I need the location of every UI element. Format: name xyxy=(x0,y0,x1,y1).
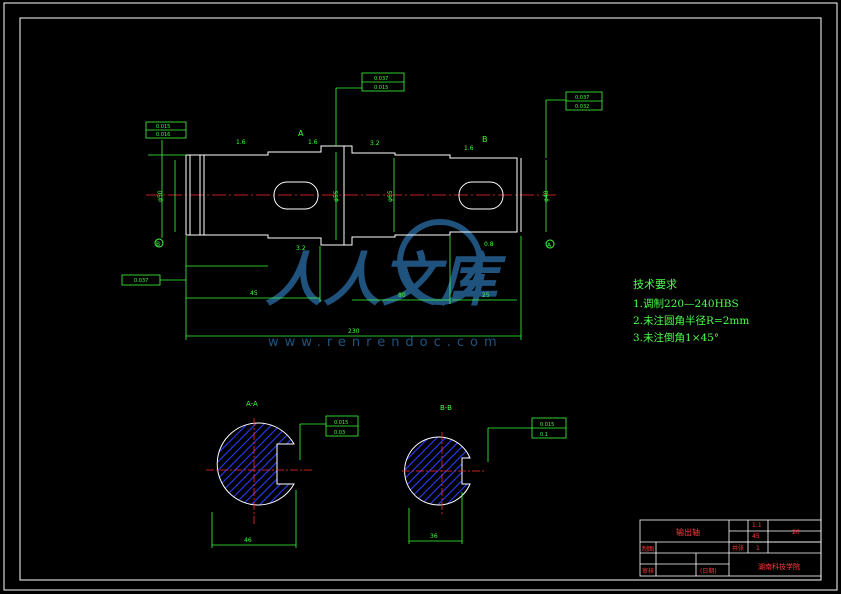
watermark: 人人文库 www.renrendoc.com xyxy=(265,219,507,350)
section-a-view: A-A 46 0.015 0.03 xyxy=(206,400,359,548)
datum-left-label: B xyxy=(156,241,160,248)
fcf-top-center-2: 0.015 xyxy=(374,85,388,91)
dim-d3: φ65 xyxy=(387,190,394,202)
surface-mark-1: 1.6 xyxy=(236,139,246,146)
sec-b-fcf-2: 0.1 xyxy=(540,432,548,438)
fcf-top-left-1: 0.015 xyxy=(156,124,170,130)
sec-a-dim: 46 xyxy=(244,537,252,544)
datum-right-label: A xyxy=(547,242,552,249)
watermark-logo-text: 人人文库 xyxy=(265,246,507,314)
requirement-item-2: 2.未注圆角半径R=2mm xyxy=(633,315,750,327)
requirement-item-1: 1.调制220—240HBS xyxy=(633,298,739,310)
section-b-view: B-B 36 0.015 0.1 xyxy=(402,404,567,544)
tb-checked: 审核 xyxy=(642,567,654,575)
tb-code: 20 xyxy=(792,529,800,536)
dimension-texts: 230 45 80 25 φ50 φ55 φ65 φ48 xyxy=(157,190,550,335)
dimension-lines xyxy=(148,87,566,340)
requirements-heading: 技术要求 xyxy=(633,278,677,291)
surface-mark-2: 1.6 xyxy=(308,139,318,146)
section-b-title: B-B xyxy=(440,404,452,412)
watermark-url: www.renrendoc.com xyxy=(268,335,503,350)
tb-school: 湖南科技学院 xyxy=(758,562,800,571)
surface-marks: 1.6 1.6 3.2 1.6 3.2 0.8 xyxy=(236,139,494,252)
technical-requirements: 技术要求 1.调制220—240HBS 2.未注圆角半径R=2mm 3.未注倒角… xyxy=(633,276,749,347)
shaft-outline xyxy=(185,145,522,246)
sec-a-fcf-1: 0.015 xyxy=(334,420,348,426)
fcf-top-center: 0.037 0.015 xyxy=(361,72,405,92)
section-marker-b: B xyxy=(482,135,488,144)
inner-frame xyxy=(19,17,822,581)
section-marker-a: A xyxy=(298,129,304,138)
dim-len-right: 25 xyxy=(482,292,490,299)
datum-left-circle xyxy=(154,238,164,248)
dim-len-left: 45 xyxy=(250,290,258,297)
surface-mark-6: 0.8 xyxy=(484,241,494,248)
fcf-top-left: 0.015 0.016 xyxy=(145,121,187,139)
fcf-top-right-1: 0.037 xyxy=(575,95,589,101)
title-block xyxy=(639,519,822,577)
tb-drawn: 制图 xyxy=(642,545,654,553)
requirement-item-3: 3.未注倒角1×45° xyxy=(633,332,720,344)
fcf-top-right-2: 0.032 xyxy=(575,104,589,110)
tb-part-name: 输出轴 xyxy=(676,527,700,537)
sec-a-fcf-2: 0.03 xyxy=(334,430,345,436)
fcf-left-bottom: 0.037 xyxy=(121,274,161,286)
outer-frame xyxy=(3,2,838,591)
tb-count: 1 xyxy=(756,545,760,552)
tb-note: (日期) xyxy=(700,567,717,575)
fcf-top-right: 0.037 0.032 xyxy=(565,91,603,111)
section-a-title: A-A xyxy=(246,400,258,408)
surface-mark-5: 3.2 xyxy=(296,245,306,252)
sec-b-fcf-1: 0.015 xyxy=(540,422,554,428)
fcf-top-left-2: 0.016 xyxy=(156,132,170,138)
title-block-texts: 输出轴 1:1 45 20 共张 1 制图 审核 (日期) 湖南科技学院 xyxy=(642,522,800,575)
tb-material: 45 xyxy=(752,533,760,540)
fcf-top-center-1: 0.037 xyxy=(374,76,388,82)
tb-scale: 1:1 xyxy=(752,522,762,529)
dim-overall: 230 xyxy=(348,328,360,335)
surface-mark-3: 3.2 xyxy=(370,140,380,147)
surface-mark-4: 1.6 xyxy=(464,145,474,152)
tb-sheet-label: 共张 xyxy=(732,544,744,552)
fcf-left-bottom-1: 0.037 xyxy=(134,278,148,284)
dim-len-mid: 80 xyxy=(398,292,406,299)
dim-d1: φ50 xyxy=(157,190,164,202)
dim-d2: φ55 xyxy=(333,190,340,202)
sec-b-dim: 36 xyxy=(430,533,438,540)
datum-right-circle xyxy=(545,239,555,249)
dim-d4: φ48 xyxy=(543,190,550,202)
